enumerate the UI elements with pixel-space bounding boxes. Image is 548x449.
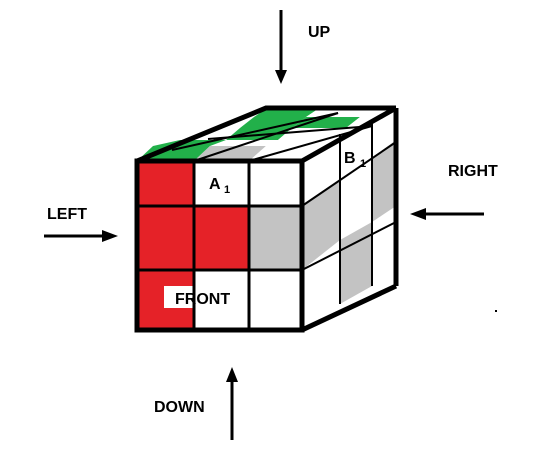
down-label: DOWN [154,399,205,416]
a-subscript: 1 [224,184,230,196]
right-sticker-r2c1 [302,180,340,270]
front-sticker-r2c2 [194,206,249,270]
front-label-backdrop [164,286,240,308]
front-sticker-r1c3 [249,161,302,206]
arrows [44,10,484,440]
front-sticker-r2c1 [137,206,194,270]
cube-grid [137,112,397,330]
right-gridline-h2 [301,221,397,271]
b-label: B [344,150,356,167]
right-face [302,140,396,304]
top-sticker-front-1 [137,146,210,161]
top-right-edge [300,105,398,164]
front-label: FRONT [175,291,230,308]
stray-mark [495,310,497,312]
front-sticker-r2c3 [249,206,302,270]
b-subscript: 1 [360,158,366,170]
right-gridline-h1 [301,141,397,207]
right-arrow [410,208,484,220]
right-label: RIGHT [448,163,498,180]
cube-outline [134,105,399,333]
right-sticker-r3c2 [340,222,372,304]
top-face [137,109,380,161]
top-gridline-c [193,112,339,162]
right-bottom-edge [300,283,398,333]
front-face-outline [134,158,305,333]
right-sticker-r2c2 [340,158,372,240]
top-gridline-a [171,112,339,151]
front-sticker-r1c2 [194,161,249,206]
top-sticker-mid-1 [240,117,306,128]
top-sticker-front-2 [194,146,266,161]
up-label: UP [308,24,331,41]
up-arrow [275,10,287,84]
front-face [137,161,302,330]
top-sticker-front-3 [249,146,318,161]
down-arrow [226,367,238,440]
top-gridline-b [207,125,373,140]
a-label: A [209,176,221,193]
front-sticker-r1c1 [137,161,194,206]
left-label: LEFT [47,206,87,223]
top-sticker-row3-2 [278,128,346,140]
front-sticker-r3c3 [249,270,302,330]
top-sticker-back-1 [254,109,318,117]
right-sticker-r2c3 [372,140,396,222]
top-sticker-back-2 [306,109,372,117]
top-back-edge [136,105,396,164]
left-arrow [44,230,118,242]
